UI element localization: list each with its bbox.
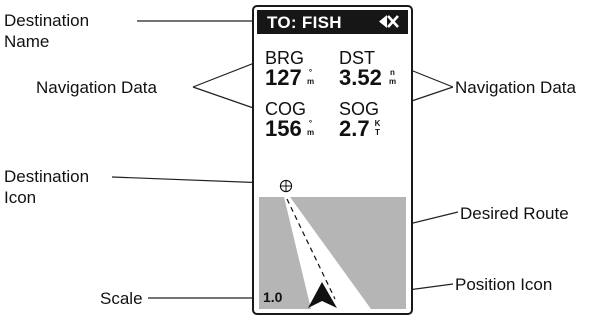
sog-value: 2.7	[339, 116, 370, 141]
sog-unit-bottom: T	[375, 128, 380, 137]
desired-route	[284, 197, 371, 309]
destination-icon[interactable]	[279, 179, 293, 198]
callout-destination-icon-line2: Icon	[4, 188, 37, 207]
back-arrow-icon[interactable]	[378, 14, 400, 34]
callout-destination-icon-line1: Destination	[4, 167, 90, 186]
sog-label: SOG	[339, 99, 380, 119]
scale-value: 1.0	[263, 289, 283, 305]
sog-unit-top: K	[374, 119, 381, 128]
cog-unit-bottom: m	[306, 128, 315, 137]
destination-name: TO: FISH	[267, 13, 342, 32]
brg-unit-top: °	[308, 68, 313, 77]
dst-unit-top: n	[390, 68, 395, 77]
brg-unit-bottom: m	[306, 77, 315, 86]
dst-label: DST	[339, 48, 375, 68]
position-icon	[308, 282, 337, 308]
route-graphic	[284, 197, 371, 309]
callout-destination-icon: Destination Icon	[4, 166, 89, 208]
sog-unit: K T	[373, 119, 382, 137]
dst-value: 3.52	[339, 65, 382, 90]
cog-label: COG	[265, 99, 307, 119]
device-screen: TO: FISH BRG 127 ° m DST 3.52 n m COG 15…	[252, 5, 413, 315]
leader-destination-icon	[111, 176, 269, 184]
route-centerline	[286, 198, 336, 300]
title-bar: TO: FISH	[257, 10, 408, 34]
callout-destination-name: Destination Name	[4, 10, 89, 52]
callout-navigation-data-right: Navigation Data	[455, 78, 576, 97]
cog-value: 156	[265, 116, 302, 141]
cog-unit: ° m	[306, 119, 315, 137]
plotter-window[interactable]: 1.0	[259, 197, 406, 309]
cog-unit-top: °	[308, 119, 313, 128]
leader-navdata-left-lower	[192, 86, 263, 112]
callout-navigation-data-left: Navigation Data	[36, 78, 157, 97]
brg-value: 127	[265, 65, 302, 90]
brg-label: BRG	[265, 48, 305, 68]
callout-destination-name-line1: Destination	[4, 11, 90, 30]
callout-position-icon: Position Icon	[455, 275, 553, 294]
callout-destination-name-line2: Name	[4, 32, 50, 51]
callout-desired-route: Desired Route	[460, 204, 569, 223]
dst-unit-bottom: m	[388, 77, 397, 86]
dst-unit: n m	[388, 68, 397, 86]
leader-navdata-left-upper	[192, 59, 263, 88]
brg-unit: ° m	[306, 68, 315, 86]
callout-scale: Scale	[100, 289, 143, 308]
